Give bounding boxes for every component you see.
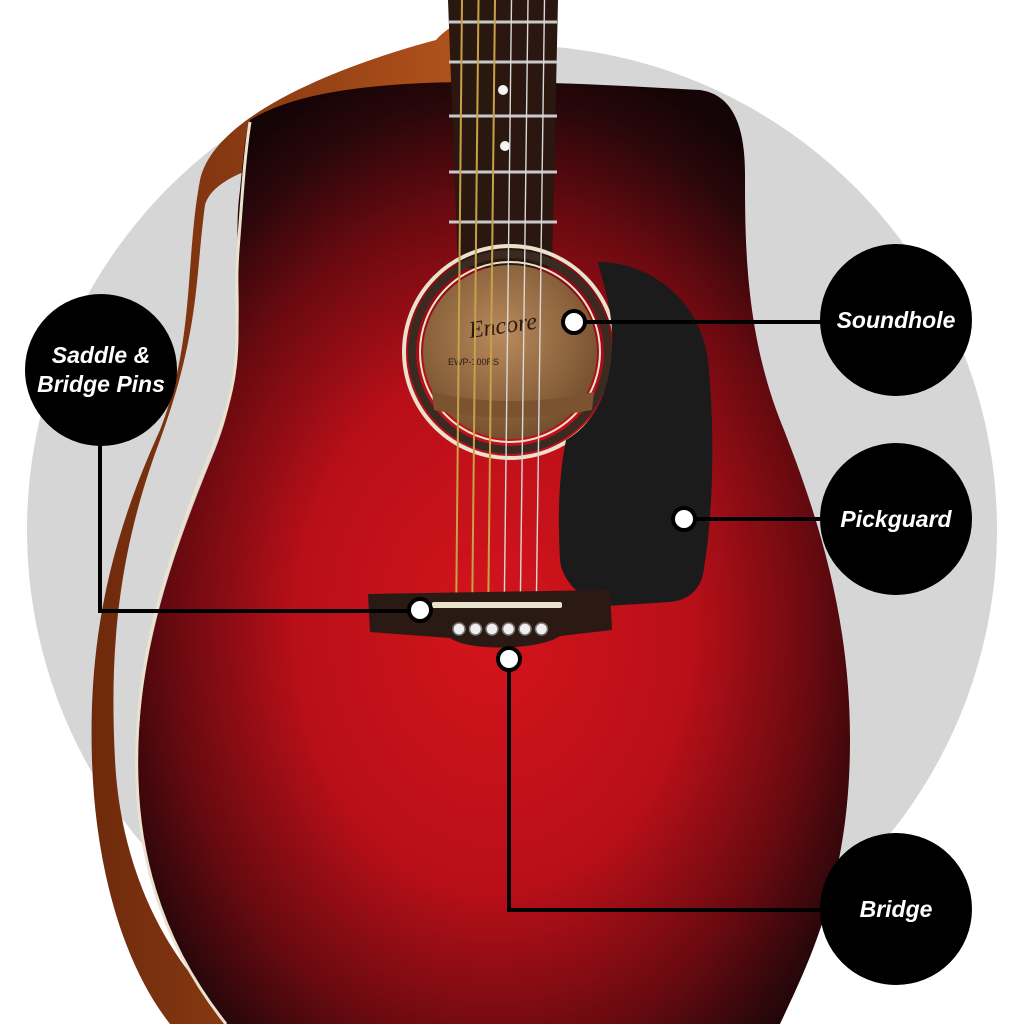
bridge-pin [518, 622, 532, 636]
callout-bridge-label: Bridge [860, 896, 933, 922]
marker-pickguard [671, 506, 697, 532]
bridge-pin [452, 622, 466, 636]
leader-bridge [507, 659, 822, 912]
callout-saddle-label-line1: Saddle & [52, 342, 150, 368]
guitar-side [91, 20, 470, 1024]
guitar-string [471, 0, 480, 629]
guitar-string [519, 0, 529, 629]
guitar-string [503, 0, 513, 629]
soundhole-brace [432, 392, 594, 418]
saddle [432, 602, 562, 608]
bridge-pin [501, 622, 516, 636]
callout-saddle-label-line2: Bridge Pins [37, 371, 165, 397]
marker-bridge [496, 646, 522, 672]
callout-saddle: Saddle & Bridge Pins [25, 294, 177, 446]
marker-soundhole [561, 309, 587, 335]
soundhole: Encore EWP-100RS [402, 244, 618, 460]
leader-saddle [98, 440, 418, 613]
bridge-pin [485, 622, 499, 636]
callout-pickguard: Pickguard [820, 443, 972, 595]
marker-saddle [407, 597, 433, 623]
bridge-pin [468, 622, 483, 636]
fret-inlay [500, 141, 510, 151]
callout-soundhole-label: Soundhole [837, 307, 956, 333]
guitar-string [455, 0, 463, 629]
fret-inlay [498, 85, 508, 95]
guitar-string [487, 0, 496, 629]
guitar-string [535, 0, 546, 629]
leader-lines [98, 320, 822, 912]
strings [455, 0, 546, 629]
callout-bridge: Bridge [820, 833, 972, 985]
bridge-pin [534, 622, 549, 636]
callout-pickguard-label: Pickguard [840, 506, 952, 532]
callout-soundhole: Soundhole [820, 244, 972, 396]
body-binding [135, 121, 252, 1024]
soundhole-model-label: EWP-100RS [448, 357, 499, 367]
